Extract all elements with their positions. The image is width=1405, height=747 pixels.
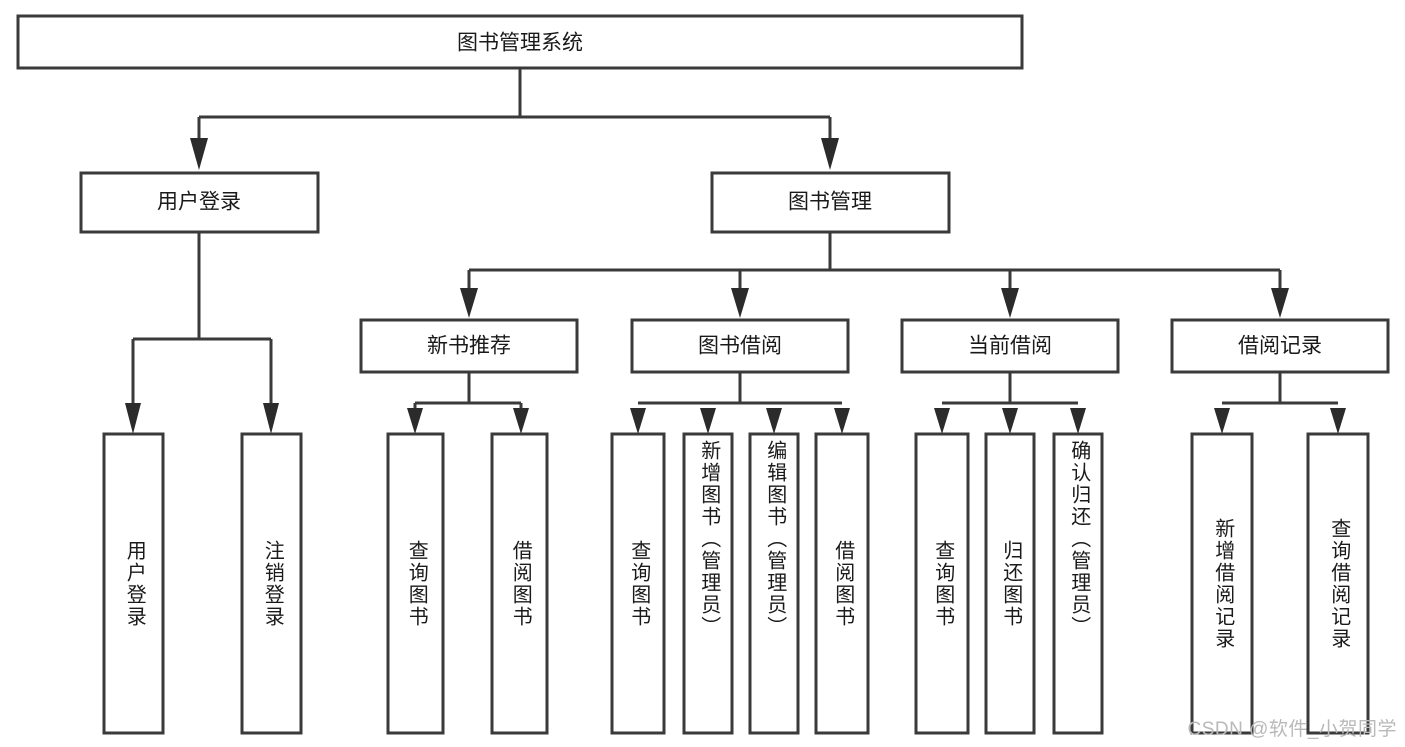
arrow-borrow-record	[1271, 288, 1289, 318]
leaf-box-borrow-book-1[interactable]	[490, 432, 549, 735]
node-user-login[interactable]: 用户登录	[79, 171, 320, 234]
leaf-box-logout-login[interactable]	[240, 432, 303, 735]
node-current-borrow[interactable]: 当前借阅	[900, 318, 1120, 374]
arrow-book-manage	[821, 138, 839, 170]
book-manage-box[interactable]	[710, 171, 951, 234]
arrow-leaf-user-login	[125, 403, 141, 434]
leaf-box-add-book[interactable]	[682, 432, 734, 735]
arrow-leaf-query-book-1	[407, 408, 423, 434]
arrow-current-borrow	[1001, 288, 1019, 318]
arrow-leaf-logout-login	[263, 403, 279, 434]
current-borrow-box[interactable]	[900, 318, 1120, 374]
leaf-box-query-record[interactable]	[1306, 432, 1370, 735]
watermark-text: CSDN @软件_小贺同学	[1187, 719, 1397, 740]
new-book-recommend-label: 新书推荐	[427, 335, 511, 358]
leaf-box-edit-book[interactable]	[748, 432, 800, 735]
root-box[interactable]	[16, 14, 1024, 70]
borrow-record-box[interactable]	[1170, 318, 1390, 374]
leaf-box-query-book-2[interactable]	[610, 432, 666, 735]
arrow-leaf-add-book	[700, 408, 716, 434]
new-book-recommend-box[interactable]	[359, 318, 579, 374]
book-borrow-label: 图书借阅	[698, 335, 782, 358]
arrow-leaf-query-book-2	[630, 408, 646, 434]
arrow-leaf-query-book-3	[934, 408, 950, 434]
arrow-leaf-confirm-return	[1070, 408, 1086, 434]
leaf-box-confirm-return[interactable]	[1052, 432, 1104, 735]
node-root[interactable]: 图书管理系统	[16, 14, 1024, 70]
arrow-new-book-recommend	[460, 288, 478, 318]
leaf-box-borrow-book-2[interactable]	[814, 432, 870, 735]
current-borrow-label: 当前借阅	[968, 335, 1052, 358]
user-login-label: 用户登录	[157, 191, 241, 214]
arrow-leaf-borrow-book-2	[834, 408, 850, 434]
arrow-book-borrow	[731, 288, 749, 318]
arrow-leaf-add-record	[1214, 408, 1230, 434]
leaf-box-user-login[interactable]	[102, 432, 165, 735]
arrow-leaf-edit-book	[766, 408, 782, 434]
leaf-box-query-book-3[interactable]	[914, 432, 970, 735]
arrow-leaf-borrow-book-1	[513, 408, 529, 434]
root-label: 图书管理系统	[457, 32, 583, 55]
arrow-user-login	[190, 138, 208, 170]
leaf-box-query-book-1[interactable]	[386, 432, 445, 735]
leaf-box-return-book[interactable]	[984, 432, 1036, 735]
arrow-leaf-return-book	[1002, 408, 1018, 434]
node-book-borrow[interactable]: 图书借阅	[630, 318, 850, 374]
leaf-box-add-record[interactable]	[1190, 432, 1254, 735]
node-borrow-record[interactable]: 借阅记录	[1170, 318, 1390, 374]
borrow-record-label: 借阅记录	[1238, 335, 1322, 358]
arrow-leaf-query-record	[1330, 408, 1346, 434]
book-borrow-box[interactable]	[630, 318, 850, 374]
node-book-manage[interactable]: 图书管理	[710, 171, 951, 234]
node-new-book-recommend[interactable]: 新书推荐	[359, 318, 579, 374]
book-manage-label: 图书管理	[788, 191, 872, 214]
